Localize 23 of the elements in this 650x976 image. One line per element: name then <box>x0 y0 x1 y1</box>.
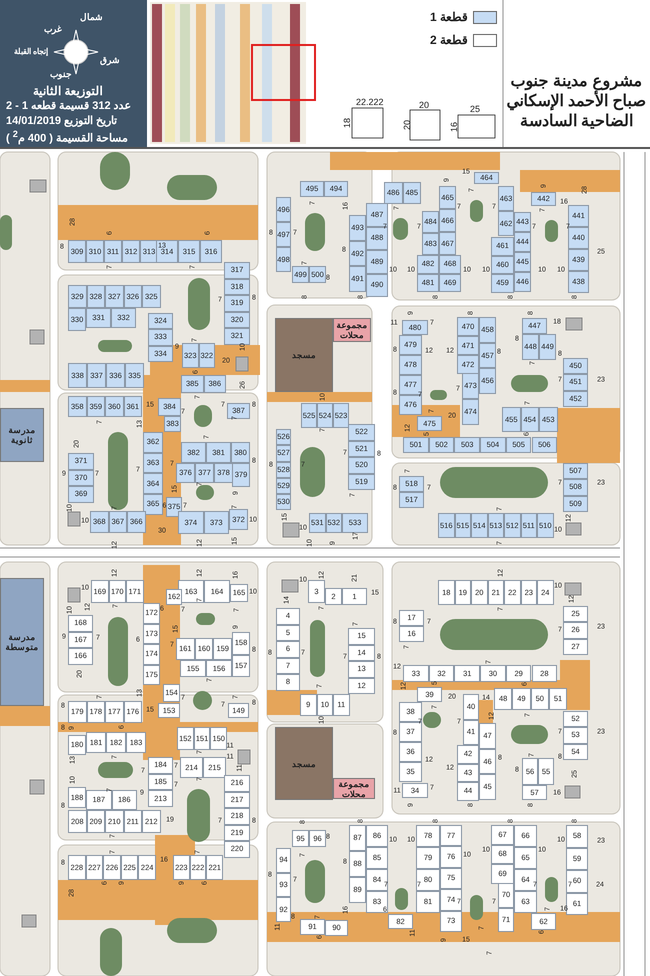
facility-label: مسجد <box>292 758 316 768</box>
compass-direction-label: شرق <box>100 55 120 65</box>
dimension-label: 20 <box>402 120 412 130</box>
facility-label: مدرسة متوسطة <box>4 632 40 652</box>
facility-label: مسجد <box>292 350 316 360</box>
distribution-info-text: التوزيعة الثانية <box>33 84 102 98</box>
facility-label: مجموعة محلات <box>336 320 368 340</box>
legend-label: قطعة 1 <box>428 10 468 24</box>
legend-label: قطعة 2 <box>428 33 468 47</box>
dimension-label: 22.222 <box>356 97 384 107</box>
compass-direction-label: غرب <box>44 24 62 34</box>
title-text: مشروع مدينة جنوب صباح الأحمد الإسكاني الضاحية السادسة <box>506 72 648 132</box>
facility-label: مدرسة ثانوية <box>8 425 36 445</box>
dimension-label: 18 <box>342 118 352 128</box>
distribution-info-text: تاريخ التوزيع 14/01/2019 <box>6 114 118 127</box>
compass-direction-label: إتجاه القبلة <box>14 47 48 56</box>
facility-label: مجموعة محلات <box>338 778 370 798</box>
compass-direction-label: جنوب <box>50 69 72 79</box>
dimension-label: 16 <box>449 122 459 132</box>
dimension-label: 20 <box>419 100 430 110</box>
compass-direction-label: شمال <box>80 12 103 22</box>
distribution-info-text: عدد 312 قسيمة قطعه 1 - 2 <box>6 99 132 112</box>
dimension-label: 25 <box>470 104 480 114</box>
